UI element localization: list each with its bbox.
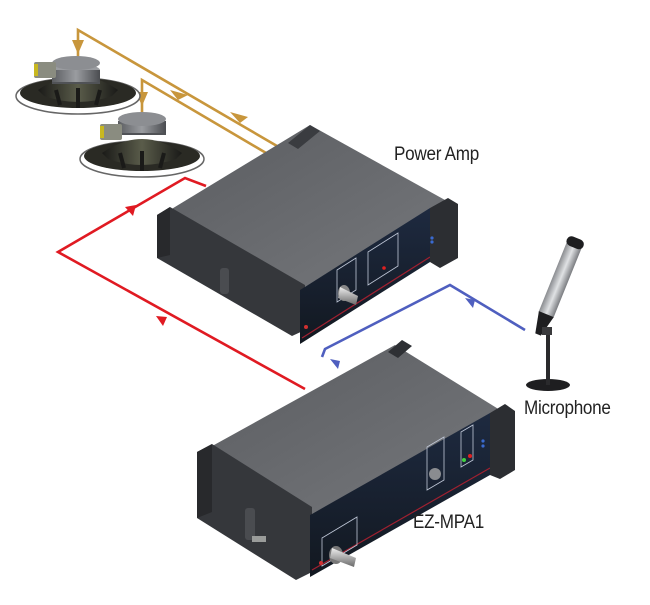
mic-signal-wire (320, 283, 526, 369)
microphone-label: Microphone (524, 398, 611, 419)
green-led-icon (462, 458, 466, 462)
red-led-icon (468, 454, 472, 458)
arrow-icon (230, 112, 248, 123)
power-amp (157, 125, 458, 344)
speaker-2 (79, 112, 205, 178)
line-signal-wire (55, 176, 306, 391)
preamp-label: EZ-MPA1 (413, 512, 484, 533)
arrow-icon (330, 359, 340, 369)
ez-mpa1-preamp (197, 340, 515, 580)
power-amp-gain-knob (338, 285, 358, 305)
preamp-switch-icon (429, 468, 441, 480)
microphone (526, 236, 584, 391)
arrow-icon (125, 205, 136, 216)
brand-logo-icon (304, 325, 308, 329)
power-amp-led-icon (382, 266, 386, 270)
arrow-icon (465, 298, 475, 308)
arrow-icon (156, 316, 167, 326)
speaker-wire-arrows (72, 40, 248, 123)
arrow-icon (170, 90, 188, 100)
arrow-icon (72, 40, 84, 54)
preamp-gain-knob (329, 546, 356, 567)
speaker-1 (15, 56, 141, 115)
power-amp-label: Power Amp (394, 144, 480, 165)
